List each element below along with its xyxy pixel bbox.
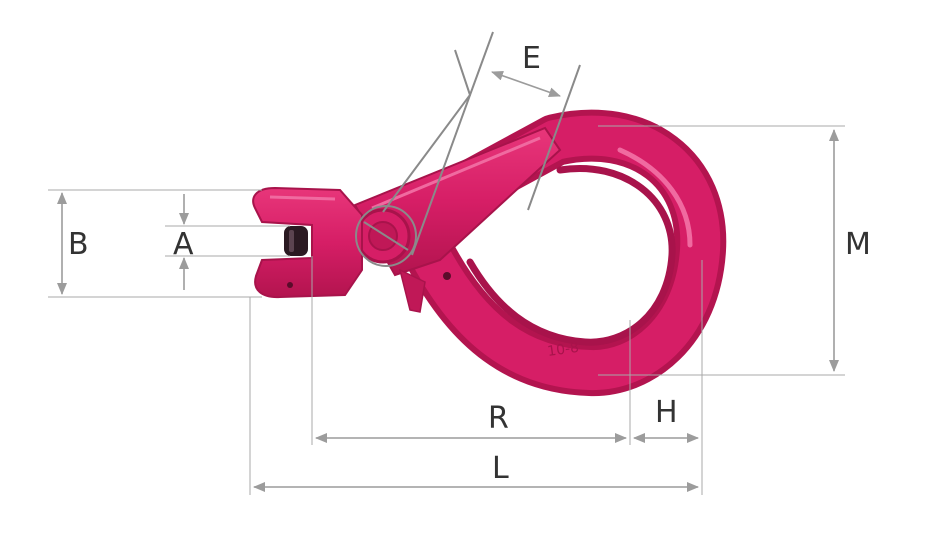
label-e: E xyxy=(522,41,541,76)
clevis-pin xyxy=(284,226,308,256)
pivot-bolt-center xyxy=(368,221,398,251)
clevis-pin-shine xyxy=(289,230,294,252)
dimension-lines xyxy=(57,70,839,492)
dim-line-e xyxy=(491,70,561,98)
hook-body-face xyxy=(360,115,721,391)
latch-trigger xyxy=(398,268,426,313)
hook-inner-groove xyxy=(466,165,676,346)
label-b: B xyxy=(68,227,89,262)
embossed-marking: 10-8 xyxy=(546,340,580,360)
label-l: L xyxy=(492,451,509,486)
label-a: A xyxy=(173,227,194,262)
latch-highlight xyxy=(371,136,541,210)
label-r: R xyxy=(488,401,509,436)
extension-lines xyxy=(48,125,845,495)
dimension-labels: B A E M R H L xyxy=(68,41,871,486)
hook-highlight xyxy=(617,147,693,248)
latch-rivet xyxy=(443,272,451,280)
pivot-detail-circle xyxy=(355,205,417,267)
clevis-pin-hole xyxy=(287,282,293,288)
clevis-fork xyxy=(252,186,363,299)
clevis-highlight xyxy=(269,195,336,201)
hook-eye-opening xyxy=(519,193,642,301)
label-m: M xyxy=(845,227,871,262)
clevis-hook-illustration: 10-8 xyxy=(252,109,727,397)
label-h: H xyxy=(655,395,678,430)
leader-lines xyxy=(355,31,581,267)
